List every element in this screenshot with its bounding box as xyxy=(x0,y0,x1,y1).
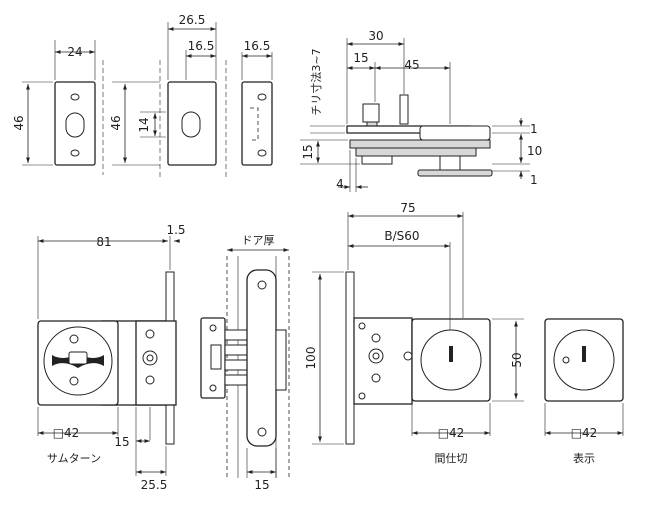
label-thumbturn: サムターン xyxy=(47,452,101,465)
label-46-left: 46 xyxy=(12,115,26,130)
label-emergency: 間仕切 xyxy=(435,452,468,465)
label-16-5-a: 16.5 xyxy=(188,39,215,53)
flush-pull-side-view xyxy=(346,38,493,177)
emergency-release-front-view xyxy=(345,212,491,445)
label-50: 50 xyxy=(510,352,524,367)
label-backset: B/S60 xyxy=(384,229,419,243)
receiver-box-front-view xyxy=(159,22,227,178)
dim-45: 45 xyxy=(375,58,450,72)
label-81: 81 xyxy=(96,235,111,249)
label-chiri: チリ寸法3~7 xyxy=(309,48,323,115)
label-10: 10 xyxy=(527,144,542,158)
dim-door-thickness: ドア厚 xyxy=(227,234,289,252)
label-100: 100 xyxy=(304,347,318,370)
dim-25-5: 25.5 xyxy=(136,470,168,492)
dim-sq42-a: □42 xyxy=(38,426,118,440)
label-16-5-b: 16.5 xyxy=(244,39,271,53)
dim-26-5: 26.5 xyxy=(168,13,216,31)
label-sq42-c: □42 xyxy=(571,426,598,440)
label-15-top: 15 xyxy=(353,51,368,65)
label-indicator: 表示 xyxy=(573,451,595,465)
dim-4: 4 xyxy=(336,150,368,192)
dim-15-bottom: 15 xyxy=(114,435,150,449)
dim-1-5: 1.5 xyxy=(166,223,186,243)
dim-backset: B/S60 xyxy=(348,229,450,248)
dim-sq42-b: □42 xyxy=(412,426,490,440)
label-26-5: 26.5 xyxy=(179,13,206,27)
door-section-view xyxy=(200,256,290,478)
label-30: 30 xyxy=(368,29,383,43)
dim-right-stack: 1 10 1 xyxy=(492,118,542,187)
label-14: 14 xyxy=(137,117,151,132)
dim-24: 24 xyxy=(55,45,95,59)
label-door-thickness: ドア厚 xyxy=(242,234,275,247)
label-sq42-a: □42 xyxy=(53,426,80,440)
dim-16-5-a: 16.5 xyxy=(186,39,216,58)
dim-16-5-b: 16.5 xyxy=(242,39,272,58)
dim-chiri: チリ寸法3~7 xyxy=(309,48,345,134)
label-25-5: 25.5 xyxy=(141,478,168,492)
indicator-front-view xyxy=(544,318,624,436)
strike-side-view xyxy=(241,52,273,166)
dim-15-center: 15 xyxy=(246,448,277,492)
label-24: 24 xyxy=(67,45,82,59)
dim-100: 100 xyxy=(304,271,344,445)
label-1-5: 1.5 xyxy=(166,223,185,237)
label-15-center: 15 xyxy=(254,478,269,492)
dim-30: 30 xyxy=(347,29,404,46)
label-sq42-b: □42 xyxy=(438,426,465,440)
dim-46-left: 46 xyxy=(12,81,53,166)
label-45: 45 xyxy=(404,58,419,72)
strike-plate-front-view xyxy=(54,40,104,175)
dim-81: 81 xyxy=(38,235,168,249)
dim-sq42-c: □42 xyxy=(545,426,623,440)
dim-75: 75 xyxy=(348,201,463,218)
dim-15-top: 15 xyxy=(347,51,375,70)
label-75: 75 xyxy=(400,201,415,215)
label-1-b: 1 xyxy=(530,173,538,187)
dim-46-mid: 46 xyxy=(109,81,160,166)
dim-15-side: 15 xyxy=(300,139,360,165)
dim-50: 50 xyxy=(492,318,524,402)
label-15-bottom: 15 xyxy=(114,435,129,449)
label-15-side: 15 xyxy=(301,144,315,159)
label-1-a: 1 xyxy=(530,122,538,136)
dim-14: 14 xyxy=(137,111,166,138)
label-46-mid: 46 xyxy=(109,115,123,130)
label-4: 4 xyxy=(336,177,344,191)
lock-body-front-view xyxy=(37,236,177,476)
